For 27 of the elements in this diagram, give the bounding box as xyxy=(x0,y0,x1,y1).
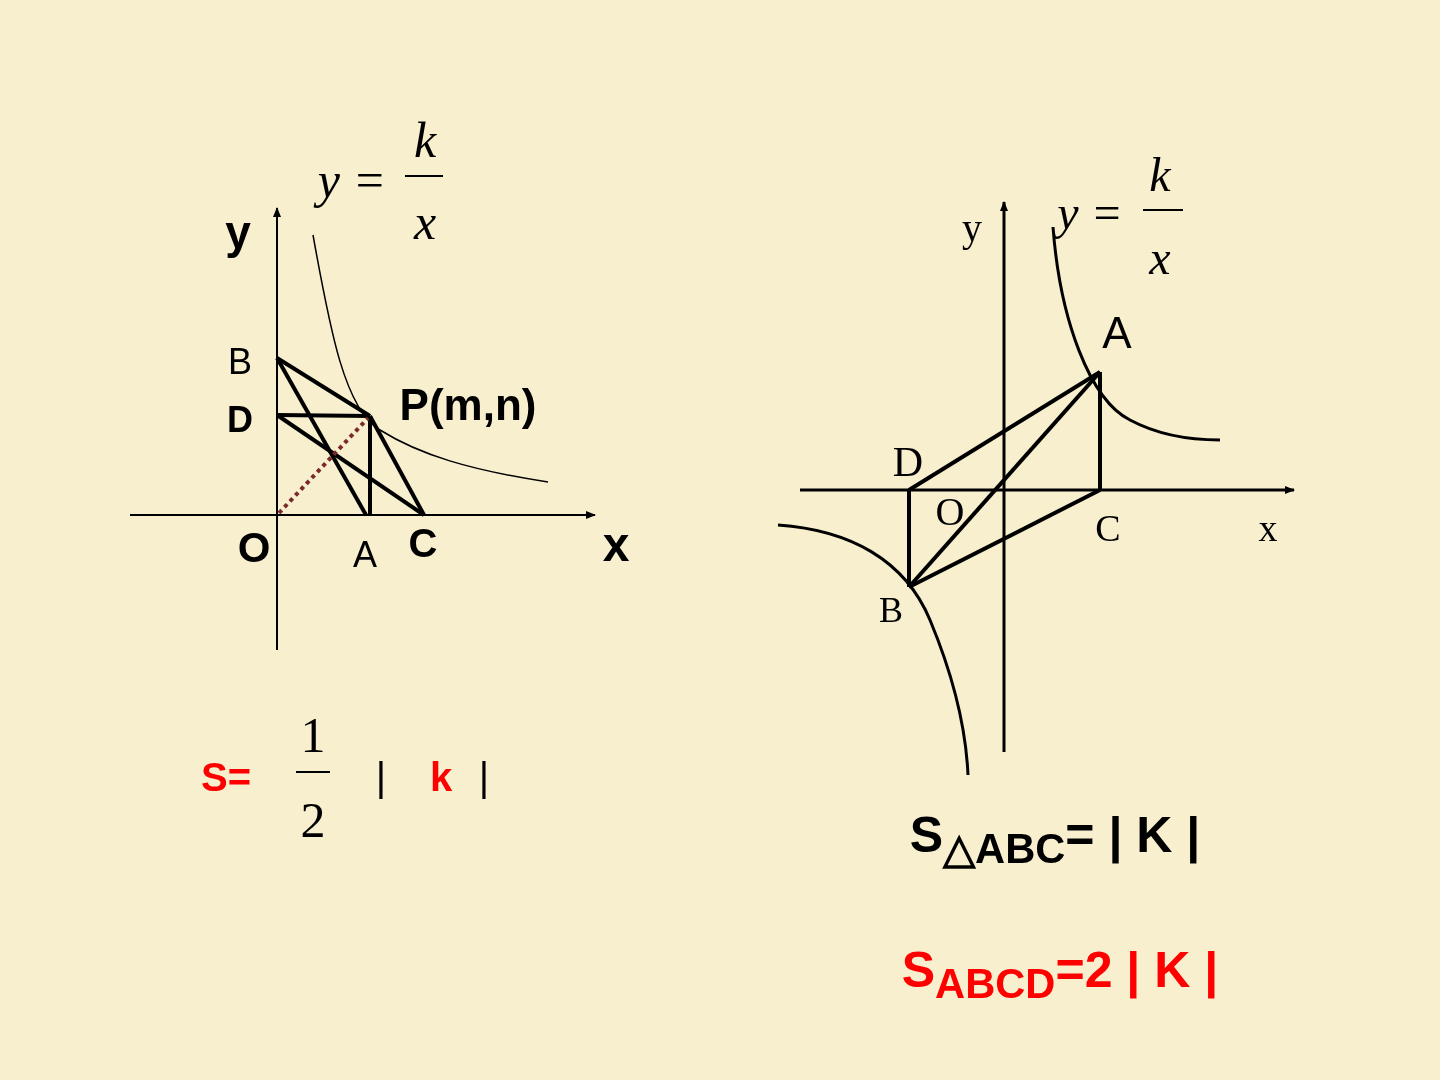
formula-text: S= xyxy=(201,757,251,797)
formula-text: S$_{△ABC}$= | K | xyxy=(909,810,1201,870)
point-label: C xyxy=(408,523,438,563)
axis-label: x xyxy=(1258,509,1278,547)
point-label: P(m,n) xyxy=(399,383,537,427)
origin-label: O xyxy=(935,492,965,532)
formula-text: S$_{ABCD}$=2 | K | xyxy=(901,945,1219,1005)
formula-text: k xyxy=(413,115,437,165)
formula-text: 1 xyxy=(300,710,326,760)
formula-text: k xyxy=(429,757,453,797)
axis-label: y xyxy=(962,208,982,248)
formula-text: | xyxy=(478,757,490,797)
point-label: B xyxy=(879,592,903,628)
point-label: A xyxy=(1102,311,1132,355)
formula-text: | xyxy=(375,757,387,797)
point-label: D xyxy=(227,402,253,438)
formula-text: y = xyxy=(1057,189,1123,237)
formula-text: x xyxy=(413,197,437,247)
point-label: C xyxy=(1095,509,1121,547)
formula-text: x xyxy=(1149,234,1171,282)
axis-label: x xyxy=(602,521,630,569)
origin-label: O xyxy=(237,527,271,569)
formula-text: 2 xyxy=(300,795,326,845)
point-label: A xyxy=(353,537,377,573)
point-label: D xyxy=(892,441,924,483)
point-label: B xyxy=(228,344,252,380)
formula-text: k xyxy=(1149,151,1171,199)
